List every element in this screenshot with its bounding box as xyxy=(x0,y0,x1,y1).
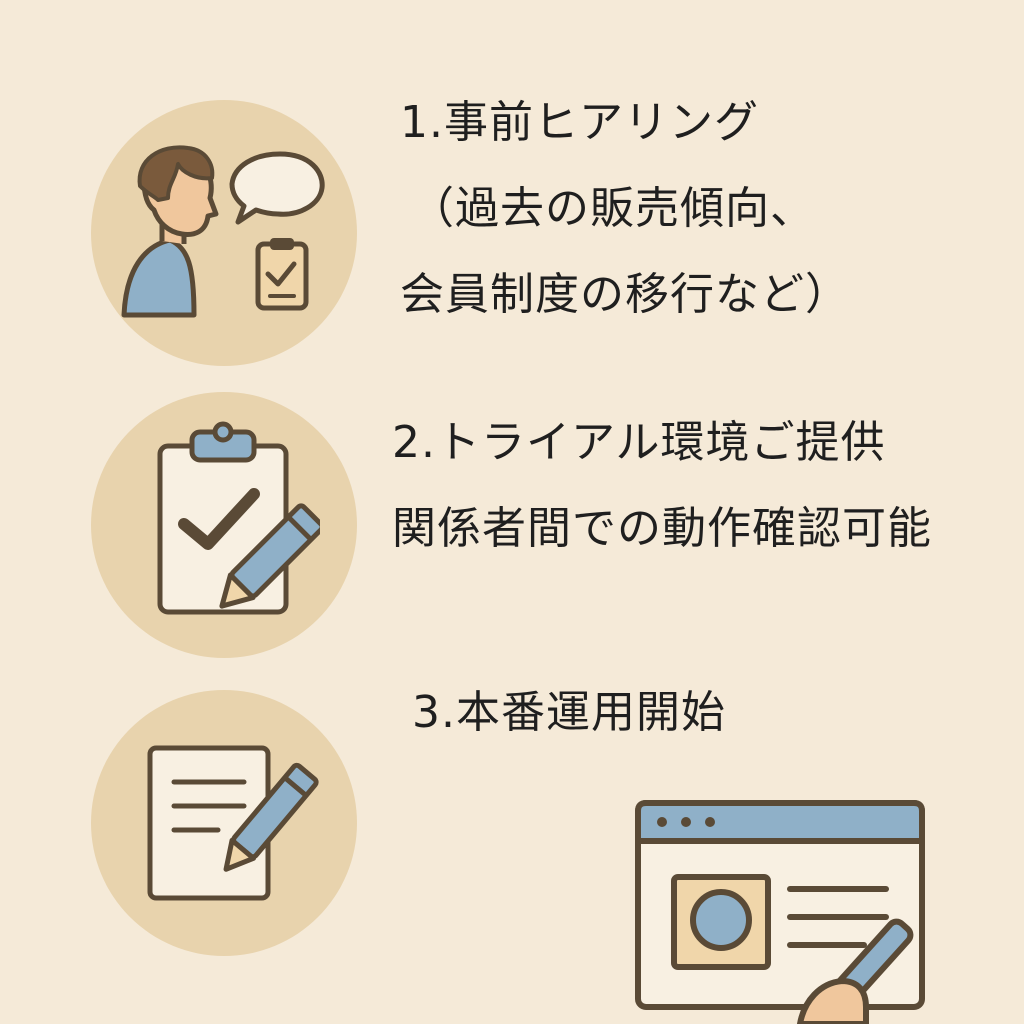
step-1-title: 1.事前ヒアリング xyxy=(400,97,759,148)
step-3-title: 3.本番運用開始 xyxy=(412,687,726,738)
step-3-text: 3.本番運用開始 xyxy=(412,670,726,756)
step-2-title: 2.トライアル環境ご提供 xyxy=(392,417,886,468)
step-1-detail-line-2: 会員制度の移行など） xyxy=(400,269,850,320)
step-1-detail-line-1: （過去の販売傾向、 xyxy=(410,183,815,234)
document-pen-icon xyxy=(147,745,319,901)
checklist-clipboard-icon xyxy=(157,421,320,615)
step-2-text: 2.トライアル環境ご提供 関係者間での動作確認可能 xyxy=(392,400,932,572)
interview-icon xyxy=(121,145,325,318)
website-launch-icon xyxy=(635,800,925,1024)
step-1-circle xyxy=(91,100,357,366)
step-1-text: 1.事前ヒアリング （過去の販売傾向、 会員制度の移行など） xyxy=(400,80,850,338)
step-2-detail-line-1: 関係者間での動作確認可能 xyxy=(392,503,932,554)
